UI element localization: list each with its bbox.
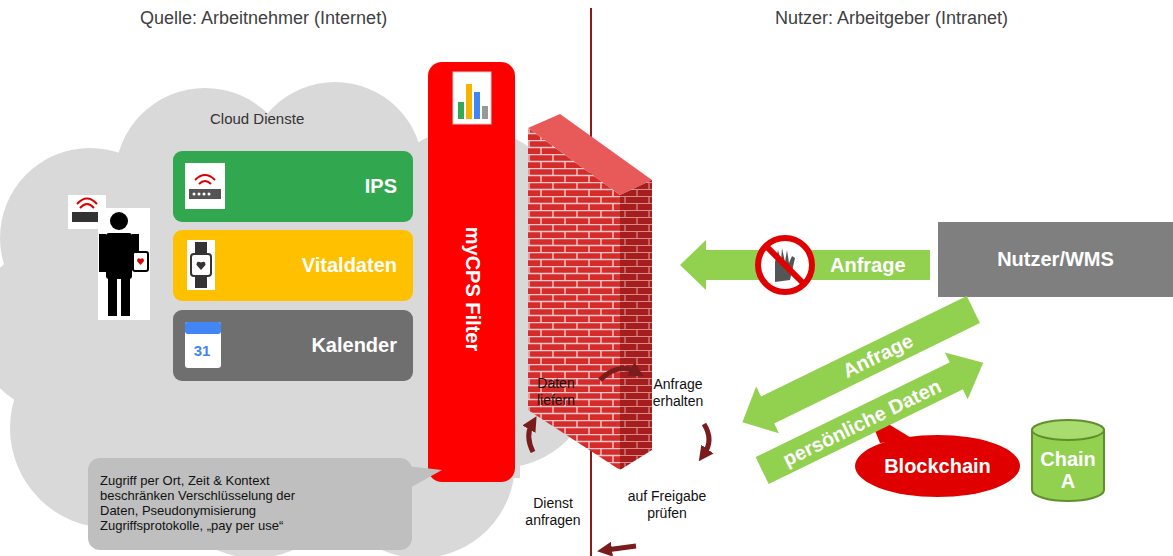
node-text: IPS — [365, 175, 397, 198]
firewall — [528, 114, 652, 470]
node-text: Blockchain — [884, 455, 991, 478]
user-box: Nutzer/WMS — [938, 222, 1173, 297]
stop-sign — [758, 238, 812, 292]
node-text: Cloud Dienste — [210, 110, 304, 127]
watch-icon — [173, 230, 233, 301]
diagram-label: Nutzer: Arbeitgeber (Intranet) — [775, 8, 1008, 29]
node-text: Kalender — [311, 334, 397, 357]
callout-bubble: Zugriff per Ort, Zeit & Kontext beschrän… — [88, 458, 412, 550]
request-band — [731, 286, 985, 445]
diagram-label: Dienst anfragen — [517, 495, 589, 529]
data-band — [751, 339, 995, 494]
diagram-label: auf Freigabe prüfen — [620, 488, 715, 522]
filter-bar: myCPS Filter — [428, 62, 515, 482]
diagram-label: 31 — [194, 342, 211, 359]
divider-line — [590, 8, 592, 556]
diagram-label: Quelle: Arbeitnehmer (Internet) — [140, 8, 387, 29]
chart-icon — [428, 62, 515, 132]
database-cylinder: Chain A — [1030, 418, 1106, 506]
service-box: IPS — [173, 151, 413, 222]
callout-tail — [88, 458, 98, 468]
person-figure — [68, 195, 150, 320]
node-text: Nutzer/WMS — [997, 248, 1114, 271]
node-text: Zugriff per Ort, Zeit & Kontext beschrän… — [100, 474, 335, 534]
node-text: Chain A — [1036, 448, 1100, 492]
blockchain-callout: Blockchain — [855, 435, 1020, 497]
diagram-label: Daten liefern — [521, 375, 591, 409]
cycle-arrows — [529, 368, 709, 550]
router-icon — [173, 151, 233, 222]
request-arrow — [680, 240, 930, 290]
node-text: Vitaldaten — [302, 254, 397, 277]
diagram-label: Anfrage erhalten — [638, 376, 718, 410]
diagram-label: Anfrage — [830, 252, 906, 278]
service-box: Vitaldaten — [173, 230, 413, 301]
node-text: myCPS Filter — [460, 227, 483, 351]
diagram-label: Anfrage — [839, 329, 917, 383]
